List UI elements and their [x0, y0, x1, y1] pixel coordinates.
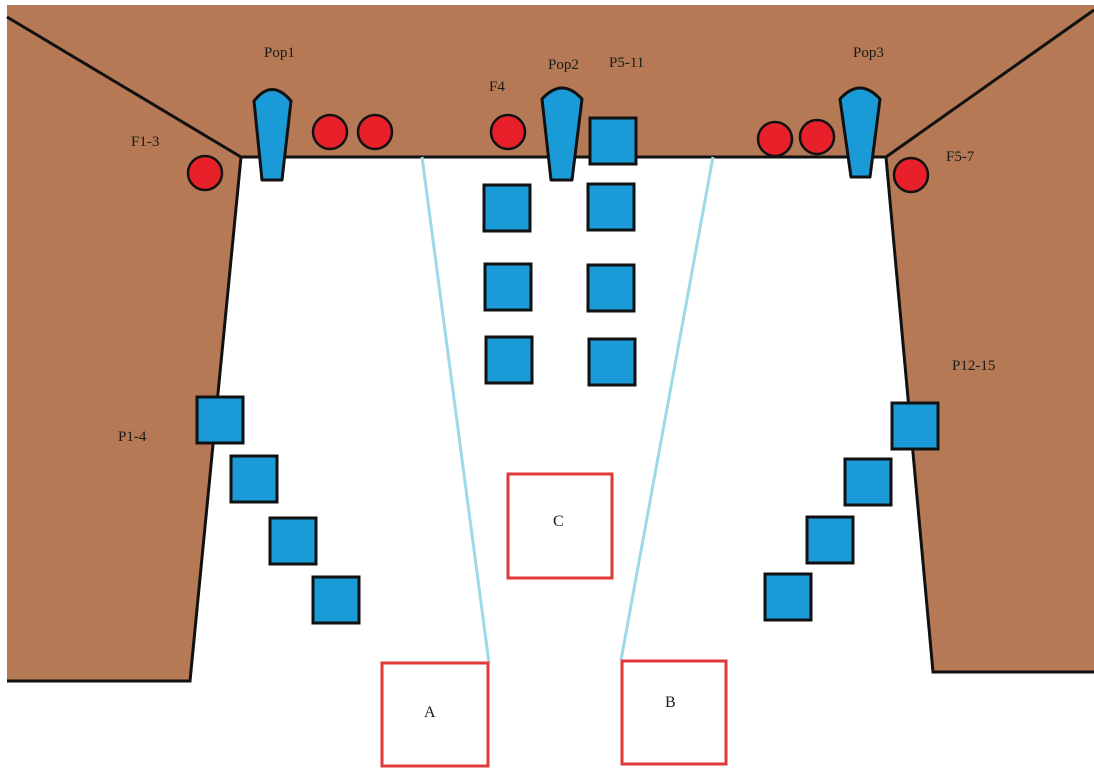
zone-a — [380, 661, 490, 768]
flame-f4 — [489, 113, 527, 151]
label-pop1: Pop1 — [264, 45, 295, 61]
speaker-p8 — [483, 262, 533, 312]
label-f1-3: F1-3 — [131, 134, 159, 150]
speaker-p14 — [805, 515, 855, 565]
label-zone-a: A — [424, 704, 436, 721]
speaker-p5 — [588, 116, 638, 166]
right-corner-line — [885, 8, 1094, 159]
speaker-p13 — [843, 457, 893, 507]
speaker-p11 — [587, 337, 637, 387]
label-p5-11: P5-11 — [609, 55, 644, 71]
flame-f5 — [756, 120, 794, 158]
speaker-p1 — [195, 395, 245, 445]
speaker-p6 — [482, 183, 532, 233]
label-pop3: Pop3 — [853, 45, 884, 61]
label-zone-b: B — [665, 694, 676, 711]
label-f5-7: F5-7 — [946, 149, 975, 165]
speaker-p3 — [268, 516, 318, 566]
flame-f2 — [311, 113, 349, 151]
speaker-p2 — [229, 454, 279, 504]
flame-f1 — [186, 154, 224, 192]
label-p1-4: P1-4 — [118, 429, 147, 445]
label-zone-c: C — [553, 513, 564, 530]
label-p12-15: P12-15 — [952, 358, 995, 374]
flame-f3 — [356, 113, 394, 151]
zone-c — [506, 472, 614, 580]
speaker-p12 — [890, 401, 940, 451]
pop1-cannon — [252, 88, 293, 182]
flame-f6 — [798, 118, 836, 156]
speaker-p4 — [311, 575, 361, 625]
pop2-cannon — [540, 86, 584, 182]
pop3-cannon — [838, 86, 882, 179]
speaker-p10 — [484, 335, 534, 385]
left-corner-line — [6, 15, 242, 159]
speaker-p7 — [586, 182, 636, 232]
sightline-right — [619, 156, 715, 661]
label-f4: F4 — [489, 79, 505, 95]
zone-b — [620, 659, 728, 766]
flame-f7 — [892, 156, 930, 194]
label-pop2: Pop2 — [548, 57, 579, 73]
sightline-left — [420, 156, 491, 664]
speaker-p15 — [763, 572, 813, 622]
speaker-p9 — [586, 263, 636, 313]
